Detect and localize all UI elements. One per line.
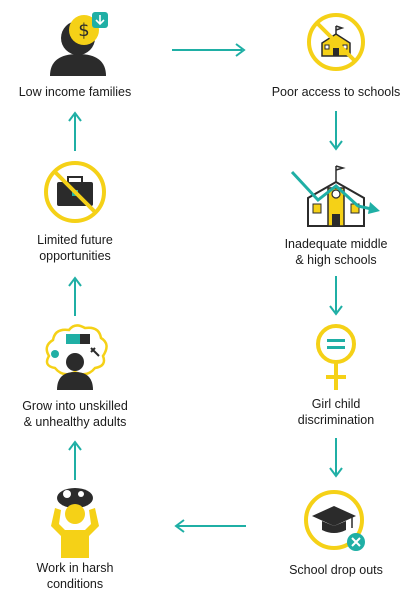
node-label: Inadequate middle & high schools <box>284 237 388 267</box>
svg-text:$: $ <box>78 20 89 41</box>
node-school-drop-outs: School drop outs <box>256 486 415 578</box>
node-label: Poor access to schools <box>271 85 401 99</box>
node-label: School drop outs <box>289 563 383 577</box>
node-work-harsh-conditions: Work in harsh conditions <box>0 486 155 596</box>
node-girl-child-discrimination: Girl child discrimination <box>256 322 415 430</box>
arrow-up-3 <box>68 111 82 151</box>
arrow-up-2 <box>68 276 82 316</box>
person-with-dollar-coin-icon: $ <box>50 12 108 76</box>
node-limited-opportunities: Limited future opportunities <box>0 158 155 268</box>
node-label: Limited future opportunities <box>37 233 113 263</box>
arrow-down-3 <box>329 438 343 478</box>
node-label: Girl child discrimination <box>297 397 375 427</box>
arrow-right-top <box>172 43 246 57</box>
person-with-thoughts-icon <box>45 324 108 390</box>
school-decline-icon <box>290 165 380 227</box>
node-inadequate-schools: Inadequate middle & high schools <box>256 158 415 268</box>
no-briefcase-icon <box>44 161 106 223</box>
arrow-down-1 <box>329 111 343 151</box>
arrow-down-2 <box>329 276 343 316</box>
no-school-icon <box>307 13 365 71</box>
laborer-carrying-load-icon <box>51 488 99 558</box>
node-low-income-families: $ Low income families <box>0 8 155 99</box>
node-label: Grow into unskilled & unhealthy adults <box>22 399 128 429</box>
graduation-cap-cancel-icon <box>304 490 365 551</box>
node-unskilled-adults: Grow into unskilled & unhealthy adults <box>0 322 155 430</box>
node-label: Work in harsh conditions <box>36 561 114 591</box>
arrow-up-1 <box>68 440 82 480</box>
node-label: Low income families <box>18 85 132 99</box>
arrow-left-bottom <box>174 519 246 533</box>
female-symbol-icon <box>316 324 356 390</box>
node-poor-access-schools: Poor access to schools <box>256 8 415 99</box>
